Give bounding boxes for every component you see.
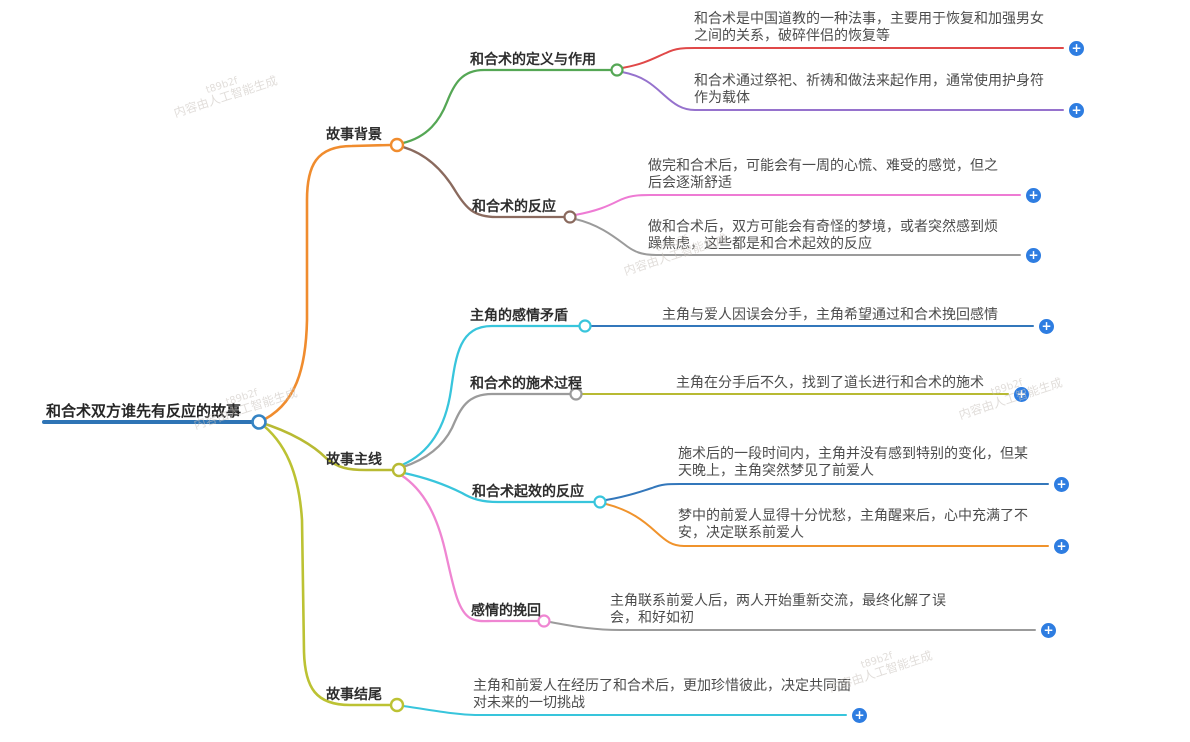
add-node-button[interactable]: + <box>1041 623 1056 638</box>
branch-story-ending <box>257 420 393 707</box>
leaf-text-reaction-1[interactable]: 做完和合术后，可能会有一周的心慌、难受的感觉，但之后会逐渐舒适 <box>648 158 998 191</box>
plus-icon: + <box>854 708 865 722</box>
leaf-text-recovery-1[interactable]: 主角联系前爱人后，两人开始重新交流，最终化解了误会，和好如初 <box>610 593 946 626</box>
add-node-button[interactable]: + <box>1069 41 1084 56</box>
plus-icon: + <box>1041 319 1052 333</box>
node-label-mainline[interactable]: 故事主线 <box>326 452 382 468</box>
node-circle-recovery[interactable] <box>537 614 551 628</box>
add-node-button[interactable]: + <box>1026 248 1041 263</box>
leaf-text-definition-2[interactable]: 和合术通过祭祀、祈祷和做法来起作用，通常使用护身符作为载体 <box>694 73 1044 106</box>
branch-recovery <box>399 473 540 623</box>
leaf-text-process-1[interactable]: 主角在分手后不久，找到了道长进行和合术的施术 <box>676 375 984 391</box>
add-node-button[interactable]: + <box>1039 319 1054 334</box>
leaf-line-effect-2 <box>605 503 1049 547</box>
plus-icon: + <box>1016 387 1027 401</box>
node-circle-ending[interactable] <box>389 697 405 713</box>
leaf-line-effect-1 <box>605 483 1049 501</box>
node-circle-conflict[interactable] <box>578 319 592 333</box>
node-circle-definition[interactable] <box>610 63 624 77</box>
add-node-button[interactable]: + <box>1069 103 1084 118</box>
branch-story-mainline <box>257 420 395 472</box>
add-node-button[interactable]: + <box>1054 477 1069 492</box>
node-circle-effect[interactable] <box>593 495 607 509</box>
node-circle-background[interactable] <box>389 137 405 153</box>
branch-effect <box>402 471 596 504</box>
plus-icon: + <box>1071 103 1082 117</box>
node-label-recovery[interactable]: 感情的挽回 <box>471 603 541 619</box>
node-label-reaction[interactable]: 和合术的反应 <box>472 199 556 215</box>
leaf-text-definition-1[interactable]: 和合术是中国道教的一种法事，主要用于恢复和加强男女之间的关系，破碎伴侣的恢复等 <box>694 11 1044 44</box>
node-label-effect[interactable]: 和合术起效的反应 <box>472 484 584 500</box>
add-node-button[interactable]: + <box>1026 188 1041 203</box>
branch-story-background <box>257 143 393 424</box>
branch-process <box>401 392 572 469</box>
leaf-line-definition-2 <box>621 71 1064 111</box>
plus-icon: + <box>1028 248 1039 262</box>
plus-icon: + <box>1071 41 1082 55</box>
node-circle-mainline[interactable] <box>391 462 407 478</box>
node-label-background[interactable]: 故事背景 <box>326 127 382 143</box>
node-label-process[interactable]: 和合术的施术过程 <box>470 376 582 392</box>
leaf-line-recovery-1 <box>549 621 1036 631</box>
plus-icon: + <box>1028 188 1039 202</box>
leaf-line-ending-1 <box>402 705 847 716</box>
branch-reaction <box>401 145 566 219</box>
root-node-circle[interactable] <box>251 414 267 430</box>
node-label-conflict[interactable]: 主角的感情矛盾 <box>470 308 568 324</box>
add-node-button[interactable]: + <box>1054 539 1069 554</box>
leaf-line-reaction-2 <box>574 218 1021 256</box>
leaf-text-ending-1[interactable]: 主角和前爱人在经历了和合术后，更加珍惜彼此，决定共同面对未来的一切挑战 <box>473 678 851 711</box>
branch-definition <box>401 68 613 145</box>
plus-icon: + <box>1056 539 1067 553</box>
node-circle-process[interactable] <box>569 387 583 401</box>
node-label-ending[interactable]: 故事结尾 <box>326 687 382 703</box>
leaf-text-effect-2[interactable]: 梦中的前爱人显得十分忧愁，主角醒来后，心中充满了不安，决定联系前爱人 <box>678 508 1028 541</box>
leaf-line-definition-1 <box>621 47 1064 69</box>
node-circle-reaction[interactable] <box>563 210 577 224</box>
branch-conflict <box>400 324 581 467</box>
leaf-text-conflict-1[interactable]: 主角与爱人因误会分手，主角希望通过和合术挽回感情 <box>662 307 998 323</box>
add-node-button[interactable]: + <box>1014 387 1029 402</box>
leaf-line-reaction-1 <box>574 194 1021 216</box>
leaf-text-effect-1[interactable]: 施术后的一段时间内，主角并没有感到特别的变化，但某天晚上，主角突然梦见了前爱人 <box>678 446 1028 479</box>
leaf-text-reaction-2[interactable]: 做和合术后，双方可能会有奇怪的梦境，或者突然感到烦躁焦虑，这些都是和合术起效的反… <box>648 219 998 252</box>
add-node-button[interactable]: + <box>852 708 867 723</box>
root-node-label[interactable]: 和合术双方谁先有反应的故事 <box>46 402 242 420</box>
node-label-definition[interactable]: 和合术的定义与作用 <box>470 52 596 68</box>
plus-icon: + <box>1043 623 1054 637</box>
plus-icon: + <box>1056 477 1067 491</box>
